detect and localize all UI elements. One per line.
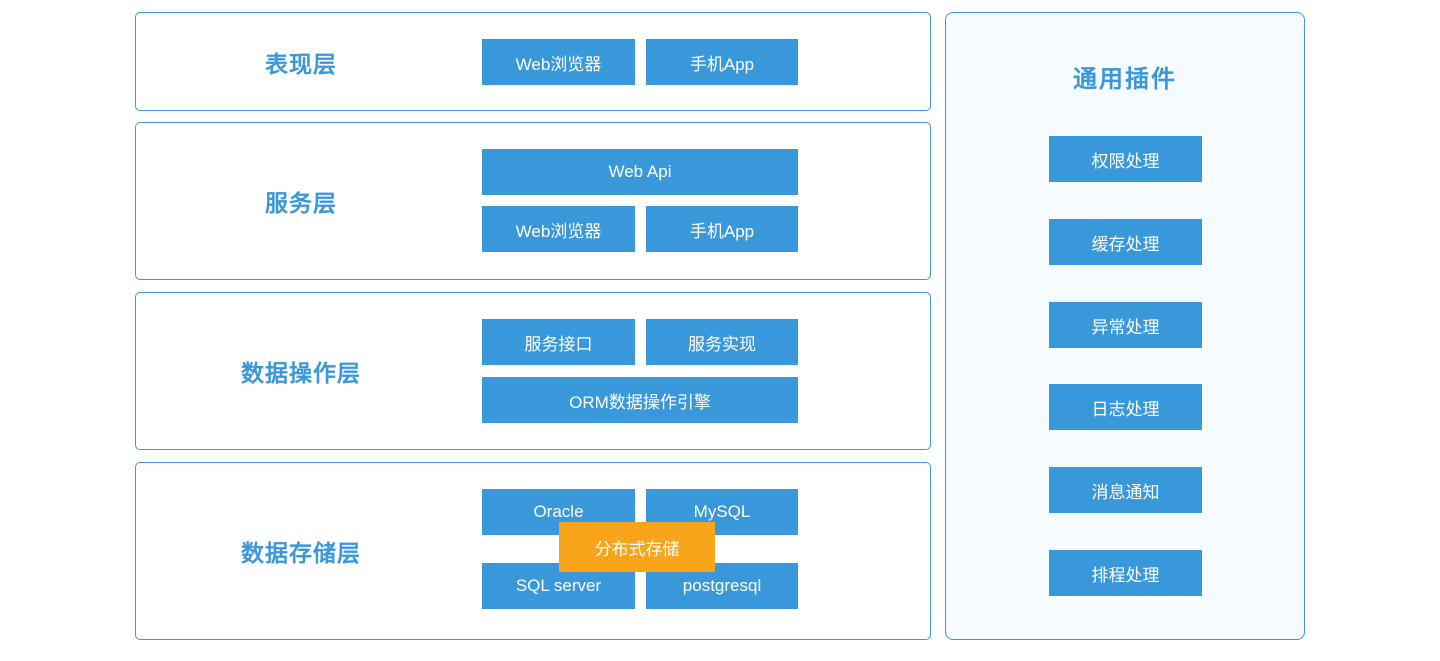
node-service-implementation: 服务实现 — [646, 319, 798, 365]
layer-presentation-title: 表现层 — [265, 50, 337, 77]
plugin-schedule: 排程处理 — [1049, 550, 1202, 596]
plugin-cache: 缓存处理 — [1049, 219, 1202, 265]
node-mobile-app: 手机App — [646, 39, 798, 85]
node-orm-engine: ORM数据操作引擎 — [482, 377, 798, 423]
layer-data-operation-title: 数据操作层 — [241, 360, 361, 386]
node-web-api: Web Api — [482, 149, 798, 195]
node-postgresql: postgresql — [646, 563, 798, 609]
layer-data-operation: 数据操作层 服务接口 服务实现 ORM数据操作引擎 — [135, 292, 931, 450]
plugins-panel-title: 通用插件 — [1073, 66, 1177, 93]
node-web-browser: Web浏览器 — [482, 206, 635, 252]
plugin-exception: 异常处理 — [1049, 302, 1202, 348]
node-oracle: Oracle — [482, 489, 635, 535]
plugin-notification: 消息通知 — [1049, 467, 1202, 513]
plugin-log: 日志处理 — [1049, 384, 1202, 430]
node-web-browser: Web浏览器 — [482, 39, 635, 85]
layer-data-storage: 数据存储层 Oracle MySQL SQL server postgresql… — [135, 462, 931, 640]
plugins-panel: 通用插件 权限处理 缓存处理 异常处理 日志处理 消息通知 排程处理 — [945, 12, 1305, 640]
plugin-permission: 权限处理 — [1049, 136, 1202, 182]
layer-data-storage-title: 数据存储层 — [241, 540, 361, 566]
layer-presentation: 表现层 Web浏览器 手机App — [135, 12, 931, 111]
layer-service-title: 服务层 — [265, 190, 337, 216]
layer-service: 服务层 Web Api Web浏览器 手机App — [135, 122, 931, 280]
node-mobile-app: 手机App — [646, 206, 798, 252]
node-distributed-storage: 分布式存储 — [559, 522, 715, 572]
node-service-interface: 服务接口 — [482, 319, 635, 365]
node-sql-server: SQL server — [482, 563, 635, 609]
